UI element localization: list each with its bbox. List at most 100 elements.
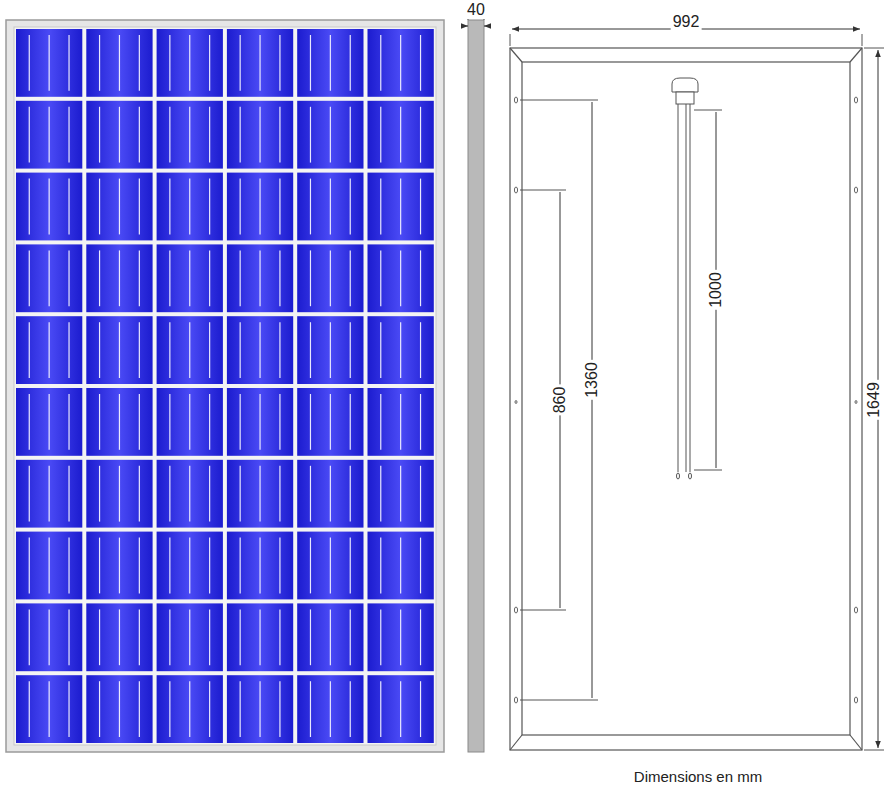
solar-cell	[297, 460, 363, 528]
solar-cell	[368, 173, 434, 241]
busbar	[330, 609, 331, 665]
busbar	[99, 35, 100, 91]
busbar	[119, 322, 120, 378]
busbar	[310, 35, 311, 91]
busbar	[240, 322, 241, 378]
solar-cell	[157, 316, 223, 384]
busbar	[380, 107, 381, 163]
solar-cell	[227, 316, 293, 384]
busbar	[209, 322, 210, 378]
busbar	[99, 538, 100, 594]
busbar	[119, 681, 120, 737]
dimension-value: 992	[671, 13, 702, 31]
panel-glass	[14, 27, 436, 745]
busbar	[310, 179, 311, 235]
busbar	[400, 609, 401, 665]
busbar	[380, 466, 381, 522]
busbar	[68, 538, 69, 594]
busbar	[49, 466, 50, 522]
solar-cell	[16, 29, 82, 97]
busbar	[119, 250, 120, 306]
busbar	[139, 322, 140, 378]
busbar	[279, 394, 280, 450]
busbar	[99, 466, 100, 522]
busbar	[350, 394, 351, 450]
busbar	[380, 538, 381, 594]
solar-cell	[16, 173, 82, 241]
busbar	[330, 681, 331, 737]
busbar	[380, 609, 381, 665]
solar-cell	[227, 532, 293, 600]
solar-cell	[16, 460, 82, 528]
busbar	[29, 179, 30, 235]
busbar	[209, 179, 210, 235]
solar-cell	[368, 532, 434, 600]
busbar	[29, 322, 30, 378]
solar-cell	[227, 675, 293, 743]
side-profile	[468, 20, 484, 752]
busbar	[330, 322, 331, 378]
busbar	[330, 394, 331, 450]
busbar	[420, 466, 421, 522]
busbar	[259, 322, 260, 378]
busbar	[49, 322, 50, 378]
busbar	[189, 35, 190, 91]
busbar	[240, 179, 241, 235]
busbar	[330, 466, 331, 522]
busbar	[99, 394, 100, 450]
cell-grid	[16, 29, 434, 743]
busbar	[279, 35, 280, 91]
busbar	[29, 35, 30, 91]
busbar	[420, 35, 421, 91]
busbar	[400, 394, 401, 450]
busbar	[279, 250, 280, 306]
solar-cell	[16, 603, 82, 671]
solar-cell	[227, 244, 293, 312]
busbar	[68, 681, 69, 737]
solar-cell	[227, 603, 293, 671]
busbar	[420, 179, 421, 235]
solar-cell	[86, 244, 152, 312]
busbar	[29, 466, 30, 522]
busbar	[209, 538, 210, 594]
busbar	[240, 35, 241, 91]
busbar	[119, 609, 120, 665]
solar-cell	[297, 388, 363, 456]
solar-cell	[297, 244, 363, 312]
busbar	[240, 250, 241, 306]
panel-frame	[6, 20, 444, 752]
busbar	[119, 107, 120, 163]
mounting-holes	[514, 97, 857, 703]
busbar	[139, 250, 140, 306]
busbar	[310, 466, 311, 522]
busbar	[119, 394, 120, 450]
busbar	[49, 107, 50, 163]
busbar	[49, 681, 50, 737]
busbar	[310, 609, 311, 665]
busbar	[350, 35, 351, 91]
solar-cell	[227, 101, 293, 169]
busbar	[279, 466, 280, 522]
busbar	[259, 250, 260, 306]
solar-cell	[297, 173, 363, 241]
busbar	[189, 322, 190, 378]
busbar	[68, 609, 69, 665]
busbar	[139, 681, 140, 737]
solar-cell	[297, 532, 363, 600]
busbar	[68, 394, 69, 450]
solar-cell	[16, 244, 82, 312]
busbar	[380, 179, 381, 235]
busbar	[350, 681, 351, 737]
solar-cell	[157, 532, 223, 600]
solar-cell	[86, 101, 152, 169]
solar-cell	[86, 29, 152, 97]
solar-cell	[86, 173, 152, 241]
busbar	[400, 107, 401, 163]
solar-cell	[368, 603, 434, 671]
busbar	[169, 107, 170, 163]
dimension-value: 1000	[707, 270, 725, 310]
solar-cell	[16, 532, 82, 600]
busbar	[139, 35, 140, 91]
solar-cell	[368, 29, 434, 97]
